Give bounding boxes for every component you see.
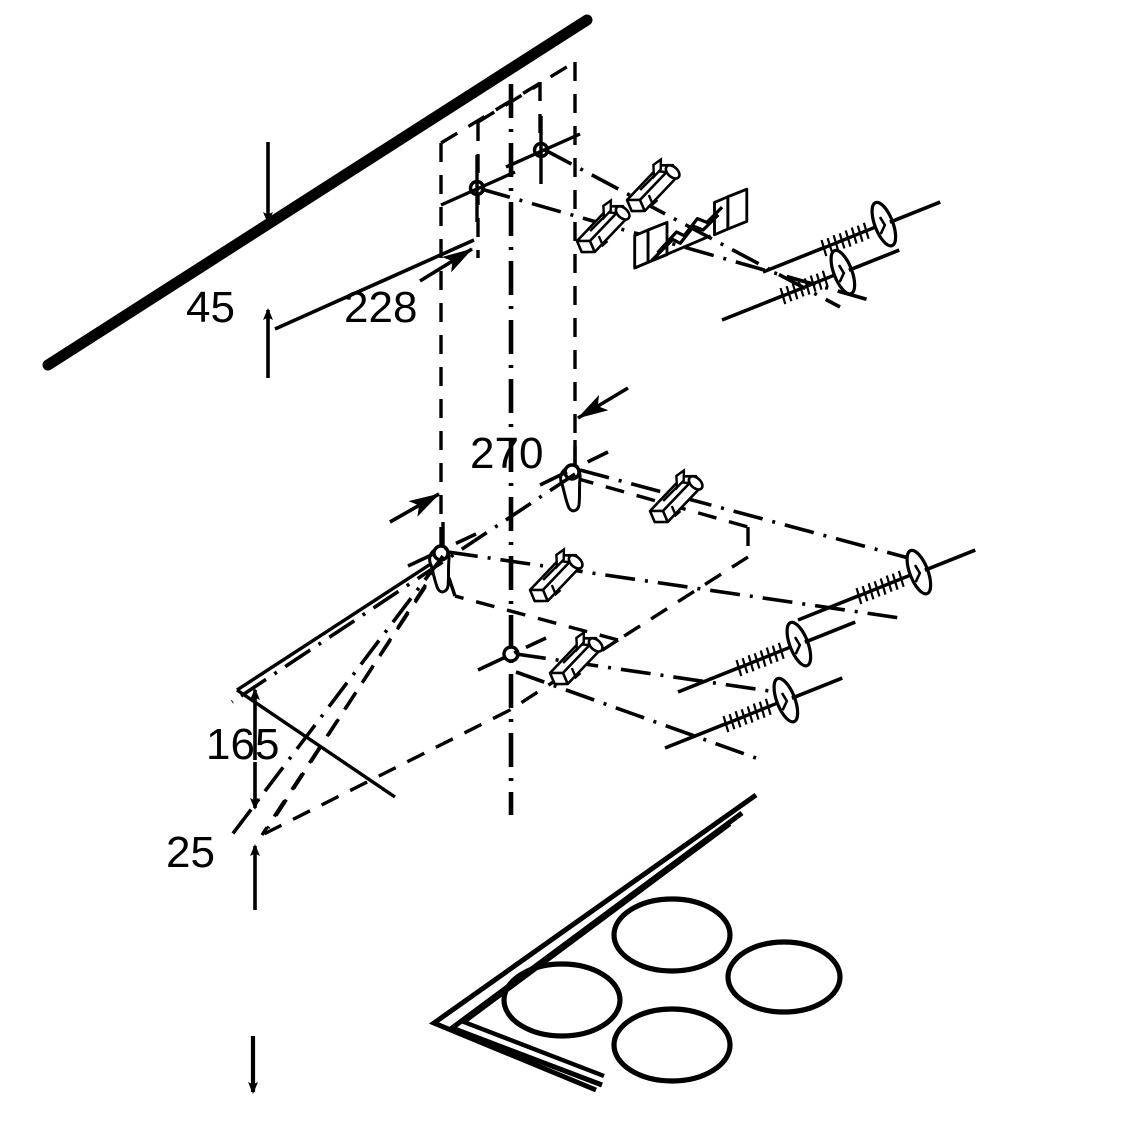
cooktop-inner-frame [459, 822, 732, 1079]
dimension-228-leaders [419, 247, 473, 283]
ceiling-wall-line [42, 14, 593, 371]
cooktop-outer-edge [428, 792, 758, 1093]
hood-edge-lines-dashed [266, 557, 445, 829]
burner-ring-2 [501, 961, 623, 1039]
dimension-label-45: 45 [186, 283, 235, 332]
dimension-45-leaders [263, 142, 475, 378]
dimension-label-270: 270 [470, 429, 543, 478]
burner-ring-1 [611, 896, 733, 974]
cooktop [428, 792, 843, 1093]
assembly-axis-lower [226, 450, 917, 842]
cooktop-burners [501, 896, 843, 1084]
burner-ring-3 [725, 939, 843, 1015]
dimension-270-leaders [389, 386, 629, 524]
dimension-label-165: 165 [206, 720, 279, 769]
dimension-label-25: 25 [166, 828, 215, 877]
burner-ring-4 [611, 1006, 733, 1084]
dimension-label-228: 228 [344, 283, 417, 332]
hood-edge-lines-solid [236, 554, 444, 799]
